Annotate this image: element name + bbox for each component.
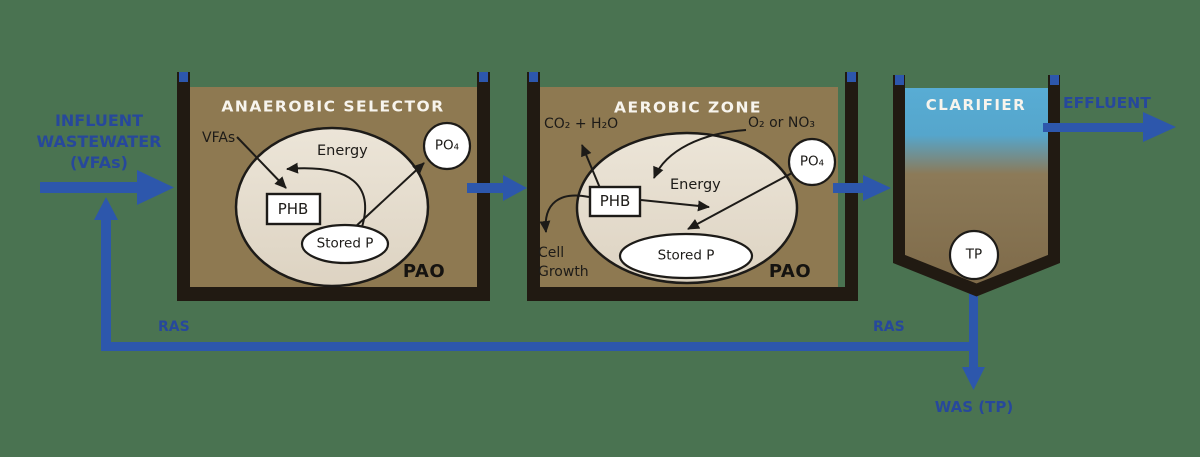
clarifier-title: CLARIFIER — [925, 95, 1027, 114]
influent-arrowhead — [137, 170, 174, 205]
pao-label-anaerobic: PAO — [402, 261, 446, 283]
storedp-to-po4-arrow — [353, 162, 425, 229]
phb-to-cellgrowth-arrow — [539, 194, 590, 233]
wall-tick — [479, 72, 488, 82]
vfas-label: VFAs — [202, 130, 236, 146]
tank2-to-clarifier-arrowhead — [863, 175, 891, 201]
wall-tick — [1050, 75, 1059, 85]
aerobic-bottom-wall — [527, 287, 858, 301]
storedp-energy-arrow — [286, 162, 367, 228]
wall-tick — [847, 72, 856, 82]
effluent-arrowhead — [1143, 112, 1176, 142]
anaerobic-tank — [177, 72, 490, 301]
flow-arrows — [40, 112, 1176, 351]
po4-label-aerobic: PO₄ — [799, 153, 825, 170]
phb-box-aerobic — [588, 185, 642, 218]
influent-line3: (VFAs) — [69, 153, 128, 172]
influent-label: INFLUENT WASTEWATER (VFAs) — [19, 110, 179, 173]
influent-line1: INFLUENT — [54, 111, 144, 130]
ras-riser-line — [101, 218, 111, 346]
phb-label-anaerobic: PHB — [277, 199, 309, 218]
phb-to-co2-arrow — [581, 144, 601, 189]
vfas-to-phb-arrow — [236, 136, 287, 189]
ras-line — [101, 342, 978, 351]
po4-circle-anaerobic — [422, 121, 472, 171]
was-arrowhead — [962, 367, 985, 390]
aerobic-tank — [527, 72, 858, 301]
anaerobic-title: ANAEROBIC SELECTOR — [221, 97, 445, 116]
clarifier-tank — [893, 75, 1060, 390]
o2-to-phb-arrow — [653, 129, 747, 179]
po4-label-anaerobic: PO₄ — [434, 137, 460, 154]
clarifier-walls — [893, 75, 1060, 297]
wall-tick — [529, 72, 538, 82]
influent-line2: WASTEWATER — [36, 132, 162, 151]
effluent-label: EFFLUENT — [1063, 94, 1151, 112]
aerobic-title: AEROBIC ZONE — [613, 98, 763, 117]
effluent-line — [1043, 123, 1143, 132]
was-line — [969, 280, 978, 369]
phb-box-anaerobic — [265, 192, 322, 226]
tank2-to-clarifier-line — [833, 183, 863, 193]
energy-label-aerobic: Energy — [670, 177, 721, 193]
tank1-to-tank2-line — [467, 183, 503, 193]
tp-label: TP — [965, 246, 983, 263]
energy-label-anaerobic: Energy — [317, 143, 368, 159]
storedp-ellipse-anaerobic — [300, 223, 390, 265]
clarifier-fill — [905, 88, 1048, 284]
wall-tick — [895, 75, 904, 85]
phb-label-aerobic: PHB — [599, 191, 631, 210]
pao-label-aerobic: PAO — [768, 261, 812, 283]
storedp-label-aerobic: Stored P — [657, 247, 715, 264]
influent-line — [40, 182, 137, 193]
cell-growth-label: Cell Growth — [538, 245, 589, 280]
po4-circle-aerobic — [787, 137, 837, 187]
po4-to-storedp-arrow — [687, 172, 793, 230]
anaerobic-left-wall — [177, 72, 190, 300]
ras-label-left: RAS — [158, 319, 190, 335]
storedp-label-anaerobic: Stored P — [316, 235, 374, 252]
tank1-to-tank2-arrowhead — [503, 175, 527, 201]
co2-h2o-label: CO₂ + H₂O — [544, 116, 619, 132]
ras-arrowhead — [94, 197, 118, 220]
phb-energy-arrow — [640, 199, 710, 212]
anaerobic-bottom-wall — [177, 287, 490, 301]
tp-circle — [948, 229, 1000, 281]
o2-no3-label: O₂ or NO₃ — [748, 115, 815, 131]
was-label: WAS (TP) — [934, 398, 1014, 416]
ras-label-right: RAS — [873, 319, 905, 335]
storedp-ellipse-aerobic — [618, 232, 754, 280]
aerobic-left-wall — [527, 72, 540, 300]
wall-tick — [179, 72, 188, 82]
